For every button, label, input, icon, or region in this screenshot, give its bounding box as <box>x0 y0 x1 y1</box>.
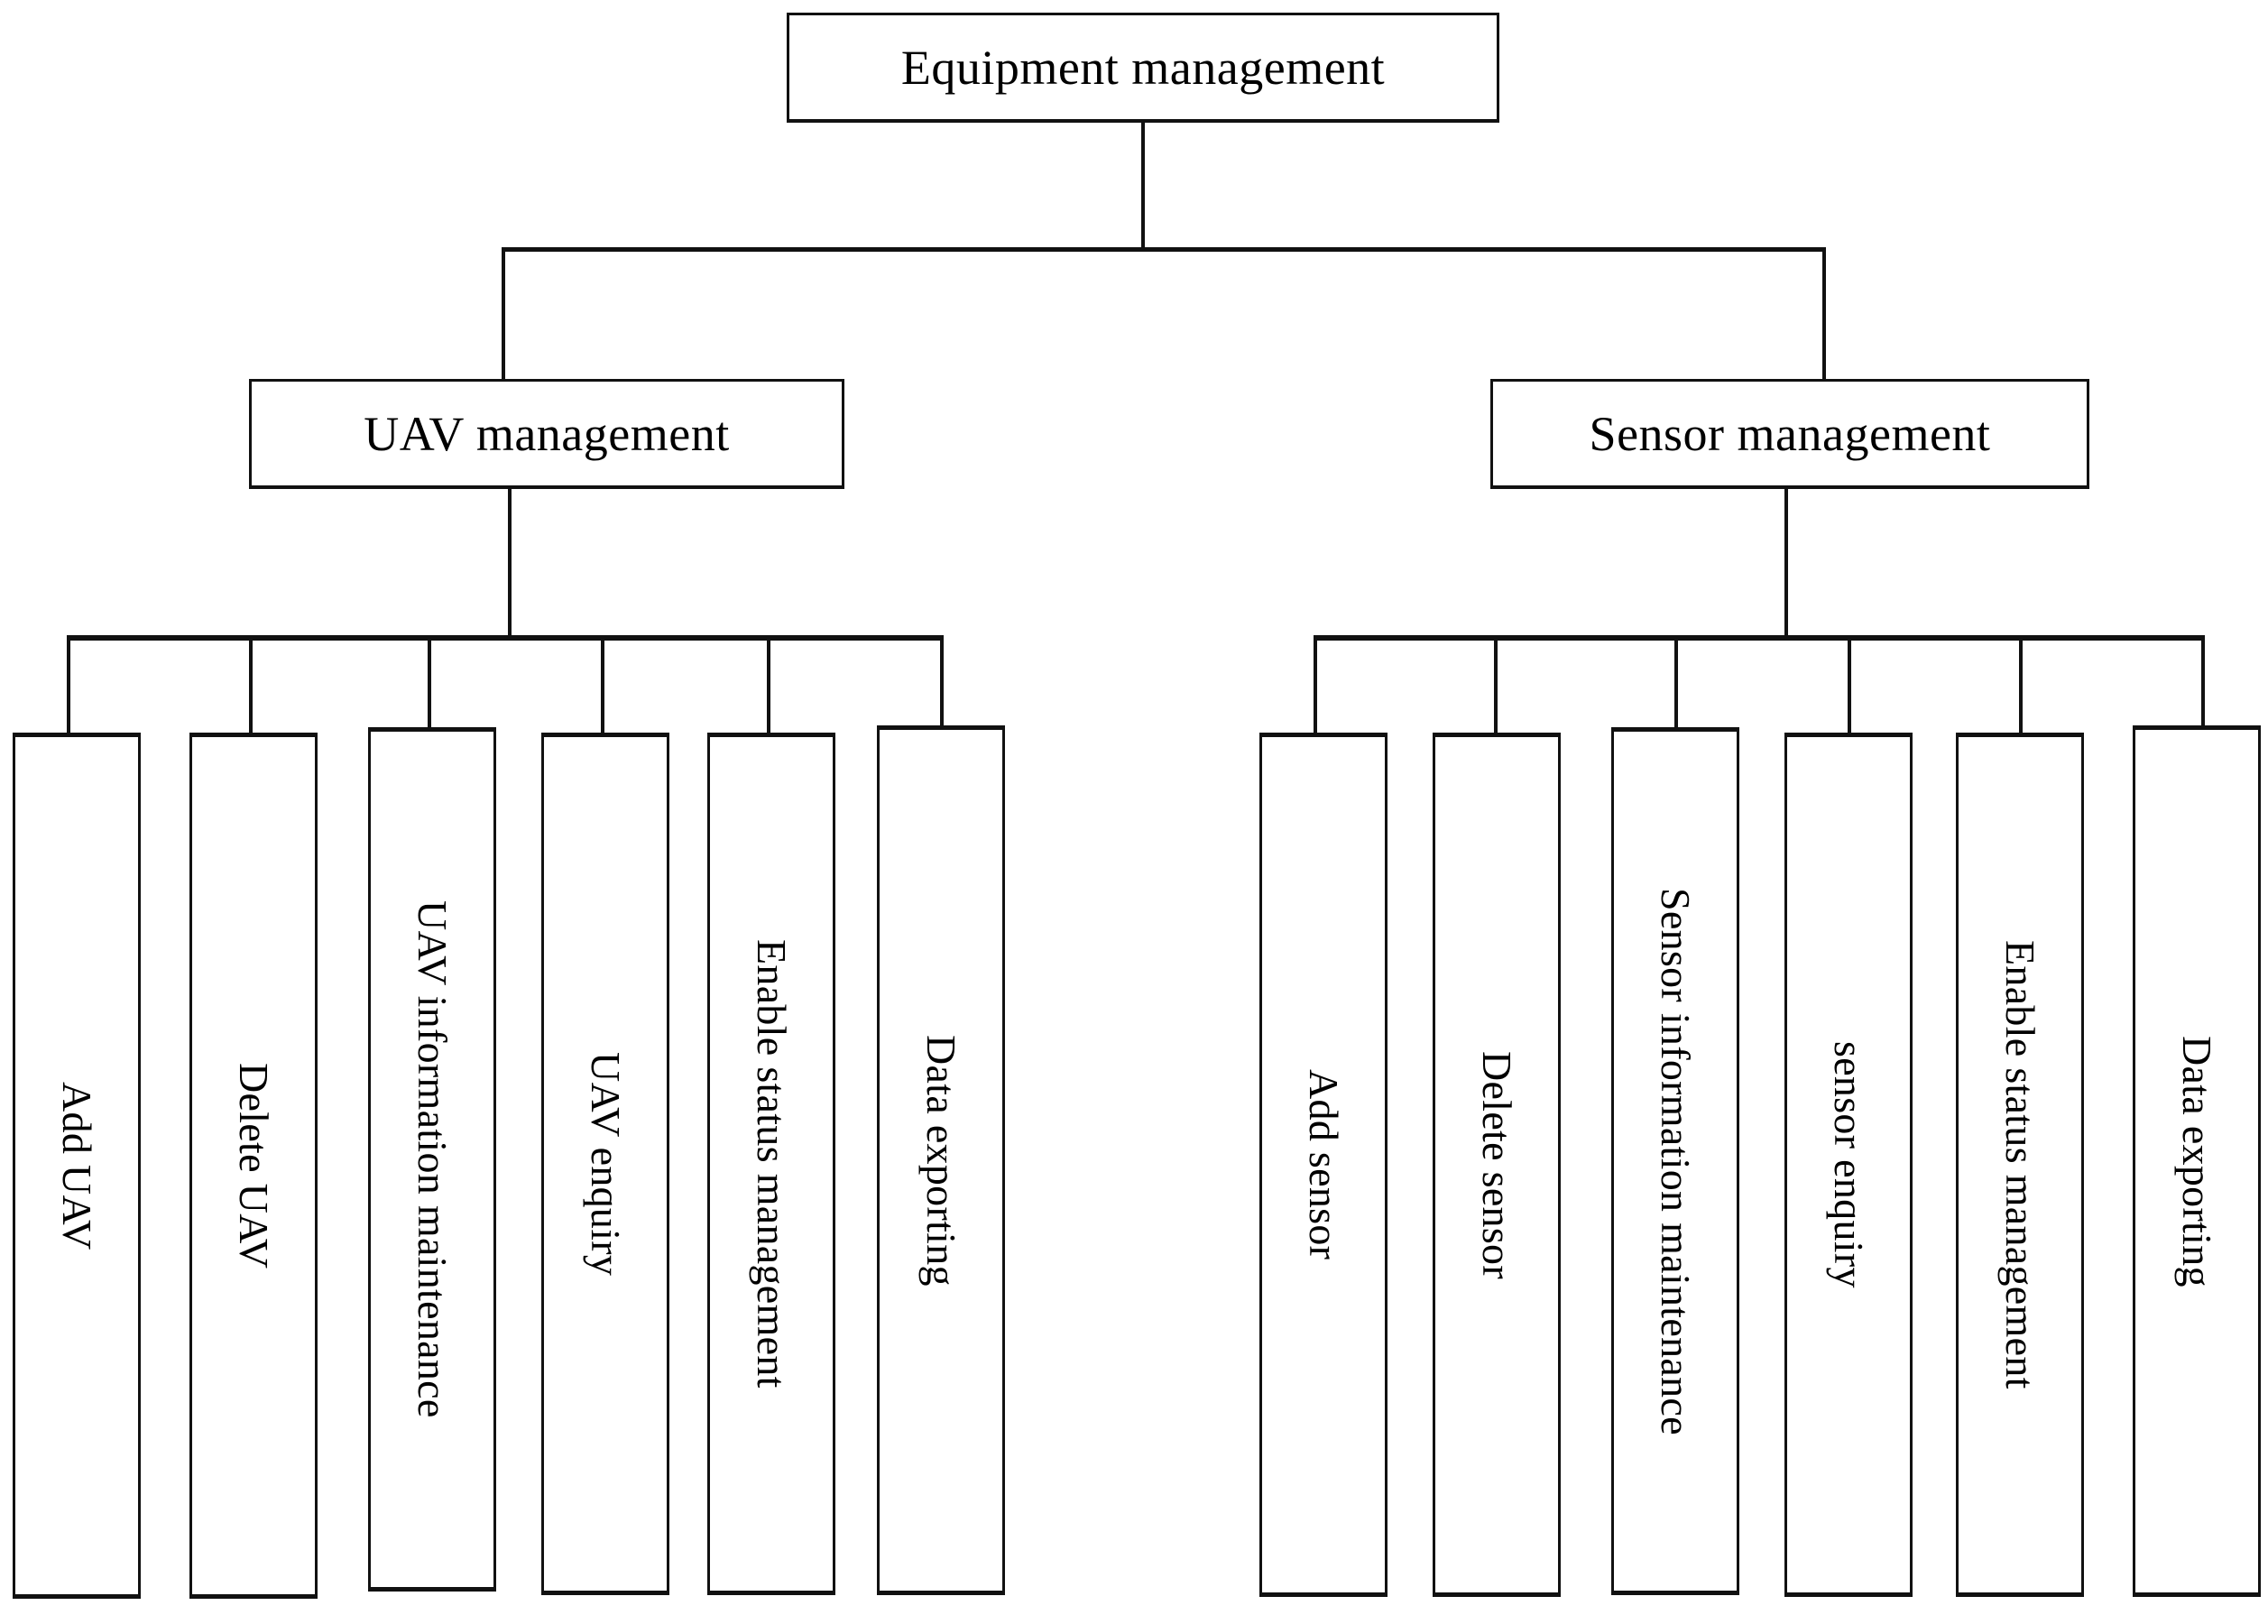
node-uav-information-maintenance[interactable]: UAV information maintenance <box>368 727 496 1592</box>
node-label: Add UAV <box>54 1081 100 1250</box>
node-delete-sensor[interactable]: Delete sensor <box>1433 733 1561 1597</box>
node-label: UAV enquiry <box>583 1051 629 1277</box>
connector-uav-leaf-drop-2 <box>249 635 253 736</box>
node-label: Data exporting <box>918 1034 964 1287</box>
connector-drop-sensor <box>1822 247 1826 381</box>
node-label: Enable status management <box>749 939 795 1389</box>
node-sensor-data-exporting[interactable]: Data exporting <box>2133 725 2261 1597</box>
connector-sensor-leaf-drop-2 <box>1494 635 1498 733</box>
node-uav-enable-status-management[interactable]: Enable status management <box>707 733 835 1595</box>
node-uav-management[interactable]: UAV management <box>249 379 844 489</box>
node-label: Delete UAV <box>231 1062 277 1269</box>
node-label: Add sensor <box>1301 1069 1347 1260</box>
connector-uav-leaf-drop-3 <box>428 635 431 736</box>
connector-uav-leaf-drop-1 <box>67 635 70 736</box>
node-label: Delete sensor <box>1474 1050 1520 1279</box>
connector-uav-stem <box>508 489 512 639</box>
node-label: Enable status management <box>1997 940 2043 1389</box>
connector-sensor-leaf-drop-3 <box>1674 635 1678 727</box>
connector-uav-leaf-drop-6 <box>940 635 944 729</box>
node-label: Equipment management <box>900 40 1386 95</box>
connector-uav-leaf-drop-5 <box>767 635 770 736</box>
node-add-uav[interactable]: Add UAV <box>13 733 141 1599</box>
node-label: Data exporting <box>2174 1035 2220 1287</box>
connector-level1-bus <box>502 247 1826 252</box>
node-sensor-information-maintenance[interactable]: Sensor information maintenance <box>1611 727 1739 1595</box>
connector-uav-leaf-drop-4 <box>601 635 604 736</box>
node-uav-enquiry[interactable]: UAV enquiry <box>541 733 669 1595</box>
node-label: Sensor information maintenance <box>1653 887 1699 1435</box>
node-add-sensor[interactable]: Add sensor <box>1259 733 1388 1597</box>
node-uav-data-exporting[interactable]: Data exporting <box>877 725 1005 1595</box>
connector-drop-uav <box>502 247 505 381</box>
node-delete-uav[interactable]: Delete UAV <box>189 733 318 1599</box>
connector-root-stem <box>1141 123 1145 251</box>
connector-sensor-leaf-drop-5 <box>2019 635 2023 733</box>
node-sensor-enable-status-management[interactable]: Enable status management <box>1956 733 2084 1597</box>
connector-sensor-leaf-drop-6 <box>2201 635 2205 725</box>
node-sensor-enquiry[interactable]: sensor enquiry <box>1784 733 1913 1597</box>
connector-sensor-leaf-drop-1 <box>1314 635 1317 733</box>
node-label: UAV information maintenance <box>410 900 456 1418</box>
connector-sensor-leaf-drop-4 <box>1848 635 1851 733</box>
connector-sensor-leaf-bus <box>1314 635 2205 641</box>
node-label: UAV management <box>364 406 730 461</box>
node-label: Sensor management <box>1589 406 1991 461</box>
node-label: sensor enquiry <box>1826 1041 1872 1288</box>
connector-sensor-stem <box>1784 489 1788 639</box>
connector-uav-leaf-bus <box>67 635 944 641</box>
node-sensor-management[interactable]: Sensor management <box>1490 379 2089 489</box>
node-equipment-management[interactable]: Equipment management <box>787 13 1499 123</box>
